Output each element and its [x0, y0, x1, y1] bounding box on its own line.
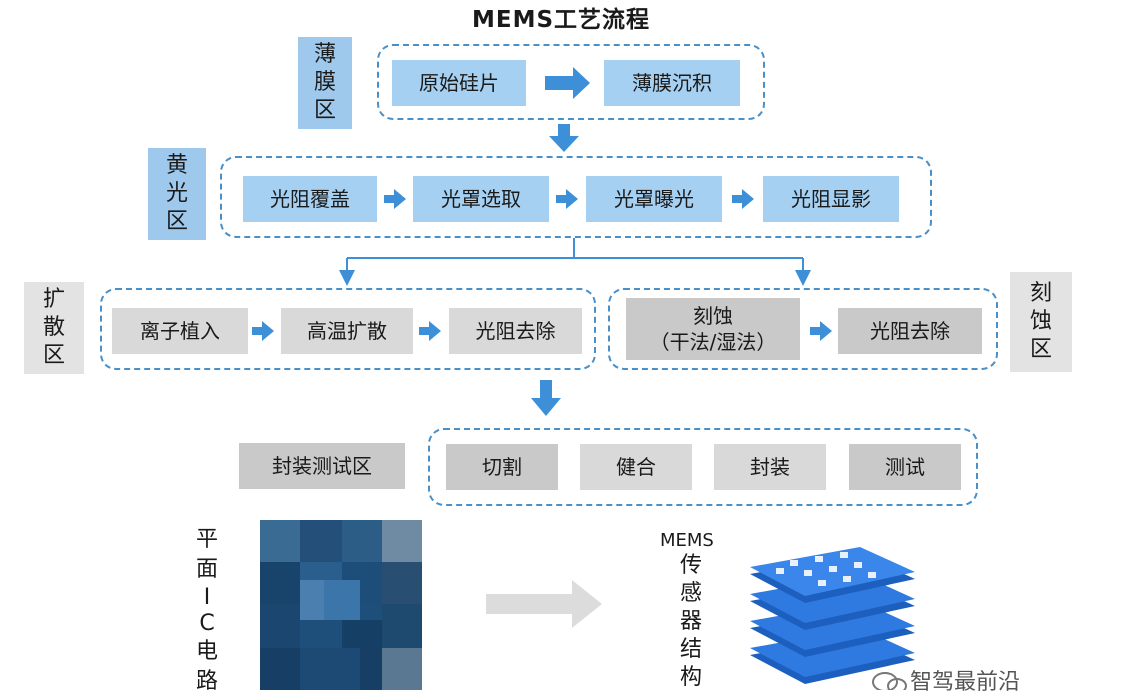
step-dicing: 切割: [446, 444, 558, 490]
label-char: 蚀: [1029, 309, 1052, 334]
package-zone: [428, 428, 978, 506]
arrow-right: [419, 321, 441, 341]
arrow-right: [545, 67, 590, 99]
thin-film-zone-label: 薄 膜 区: [298, 37, 352, 129]
step-bonding: 健合: [580, 444, 692, 490]
etch-step-line2: （干法/湿法）: [649, 330, 777, 354]
label-char: 光: [165, 181, 188, 206]
step-high-temp-diffusion: 高温扩散: [281, 308, 413, 354]
label-char: 黄: [165, 153, 188, 178]
photo-zone: [220, 156, 932, 238]
arrow-right: [556, 189, 578, 209]
label-char: 区: [42, 343, 65, 368]
arrow-right: [384, 189, 406, 209]
label-char: 平: [195, 527, 218, 552]
mems-structure-image: [750, 547, 915, 684]
step-photoresist-development: 光阻显影: [763, 176, 899, 222]
planar-ic-image: [260, 520, 422, 690]
gray-arrow-right: [486, 580, 602, 628]
arrow-down: [549, 124, 579, 152]
step-packaging: 封装: [714, 444, 826, 490]
mems-label-top: MEMS: [660, 530, 714, 551]
step-mask-selection: 光罩选取: [413, 176, 549, 222]
label-char: 散: [42, 315, 65, 340]
label-char: 传: [679, 553, 702, 578]
step-photoresist-removal: 光阻去除: [449, 308, 582, 354]
step-mask-exposure: 光罩曝光: [586, 176, 722, 222]
diffusion-zone-label: 扩 散 区: [24, 282, 84, 374]
label-char: 扩: [42, 287, 65, 312]
photo-zone-label: 黄 光 区: [148, 148, 206, 240]
label-char: 刻: [1029, 281, 1052, 306]
label-char: I: [203, 585, 211, 610]
step-raw-wafer: 原始硅片: [392, 60, 526, 106]
arrow-right: [252, 321, 274, 341]
etch-zone: [608, 288, 998, 370]
arrow-down: [531, 380, 561, 416]
label-char: 面: [195, 557, 218, 582]
wechat-icon: [872, 672, 907, 690]
etch-step-line1: 刻蚀: [693, 304, 733, 328]
arrow-right: [810, 321, 832, 341]
step-ion-implantation: 离子植入: [112, 308, 248, 354]
label-char: 区: [165, 209, 188, 234]
step-photoresist-removal-etch: 光阻去除: [838, 308, 982, 354]
step-photoresist-coating: 光阻覆盖: [243, 176, 377, 222]
label-char: C: [199, 611, 215, 636]
etch-zone-label: 刻 蚀 区: [1010, 272, 1072, 372]
step-testing: 测试: [849, 444, 961, 490]
label-char: 感: [679, 581, 702, 606]
mems-sensor-label: 传 感 器 结 构: [676, 552, 706, 692]
label-char: 区: [313, 98, 336, 123]
watermark-text: 智驾最前沿: [910, 670, 1021, 695]
label-char: 器: [679, 609, 702, 634]
diffusion-zone: [100, 288, 596, 370]
label-char: 结: [679, 637, 702, 662]
label-char: 薄: [313, 42, 336, 67]
label-char: 电: [195, 639, 218, 664]
package-zone-label: 封装测试区: [239, 443, 405, 489]
thin-film-zone: [377, 44, 765, 120]
label-char: 膜: [313, 70, 336, 95]
arrow-right: [732, 189, 754, 209]
label-char: 构: [679, 665, 702, 690]
label-char: 路: [195, 669, 218, 694]
diagram-title: MEMS工艺流程: [471, 7, 651, 33]
planar-ic-label: 平 面 I C 电 路: [192, 525, 222, 697]
step-etching: 刻蚀 （干法/湿法）: [626, 298, 800, 360]
step-thin-film-deposition: 薄膜沉积: [604, 60, 740, 106]
label-char: 区: [1029, 337, 1052, 362]
